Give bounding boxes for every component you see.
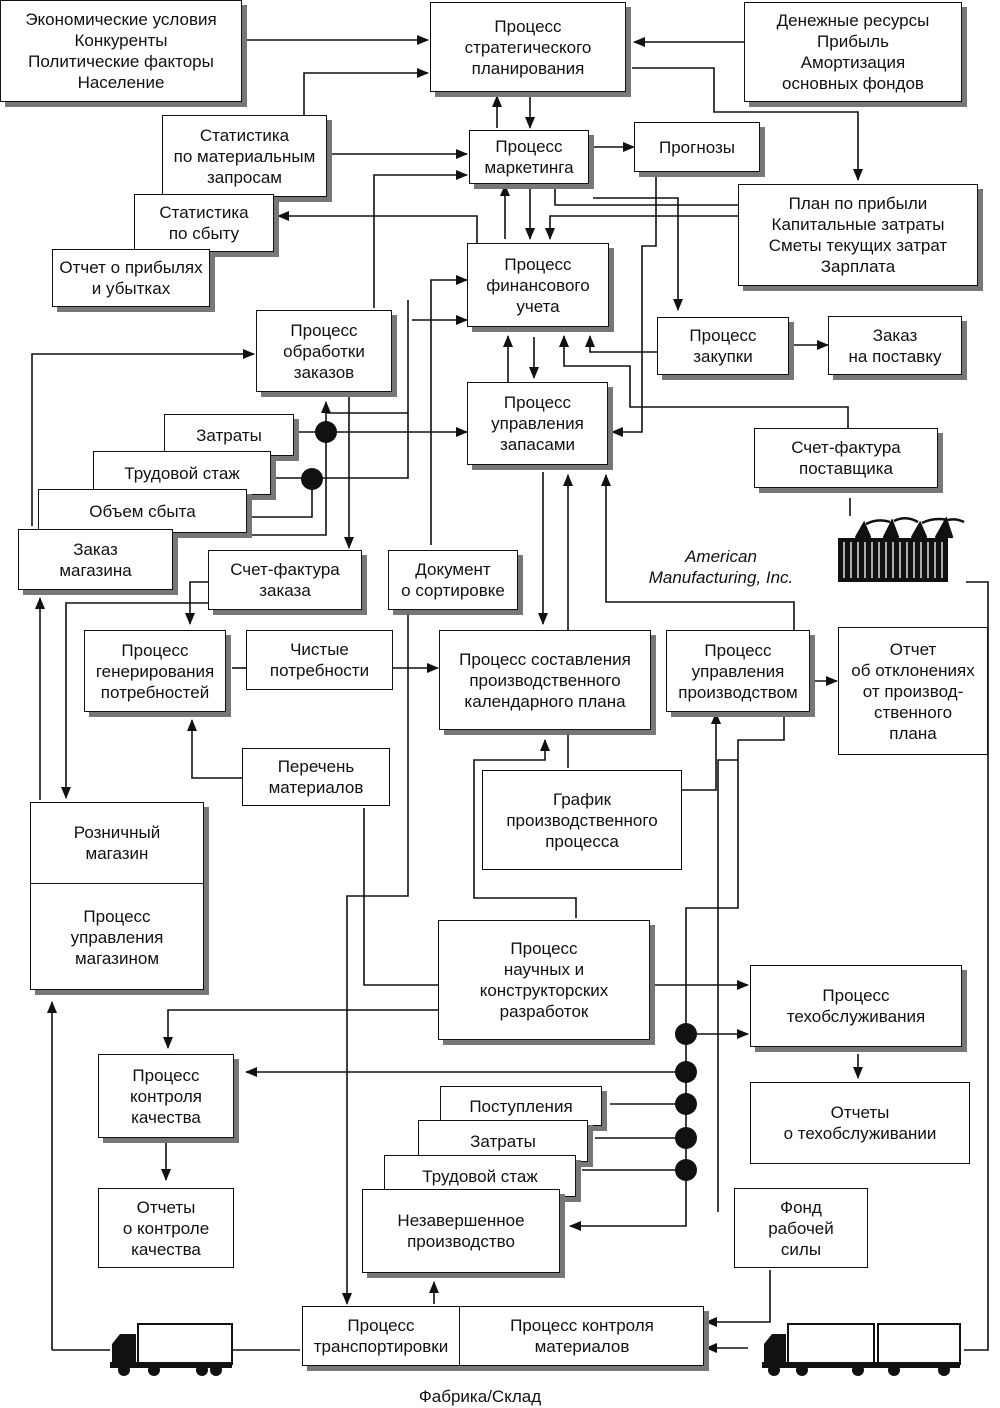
needs-generation-box: Процесс генерирования потребностей: [84, 630, 226, 712]
maintenance-process-box: Процесс техобслуживания: [750, 965, 962, 1047]
purchasing-box: Процесс закупки: [657, 317, 789, 375]
junction-dot: [675, 1159, 697, 1181]
production-management-box: Процесс управления производством: [666, 630, 810, 712]
junction-dot: [675, 1061, 697, 1083]
factory-icon: [838, 516, 965, 582]
order-processing-box: Процесс обработки заказов: [256, 310, 392, 392]
supply-order-box: Заказ на поставку: [828, 316, 962, 375]
forecasts-box: Прогнозы: [634, 122, 760, 172]
junction-dot: [675, 1127, 697, 1149]
wip-box: Незавершенное производство: [362, 1189, 560, 1273]
quality-control-box: Процесс контроля качества: [98, 1054, 234, 1138]
production-schedule-box: График производственного процесса: [482, 770, 682, 870]
factory-icon: [836, 516, 966, 584]
truck-icon: [110, 1323, 233, 1376]
junction-dot: [675, 1023, 697, 1045]
material-control-label: Процесс контроля материалов: [510, 1316, 654, 1356]
quality-reports-box: Отчеты о контроле качества: [98, 1188, 234, 1268]
store-order-box: Заказ магазина: [18, 529, 173, 590]
external-factors-box: Экономические условия Конкуренты Политич…: [0, 0, 242, 102]
costs-doc: Затраты: [164, 414, 294, 456]
divider: [459, 1307, 460, 1365]
junction-dot: [301, 468, 323, 490]
materials-list-box: Перечень материалов: [242, 748, 390, 806]
divider: [31, 883, 203, 884]
maintenance-reports-box: Отчеты о техобслуживании: [750, 1082, 970, 1164]
inventory-management-box: Процесс управления запасами: [467, 382, 608, 465]
rnd-process-box: Процесс научных и конструкторских разраб…: [438, 920, 650, 1040]
store-management-label: Процесс управления магазином: [70, 906, 164, 968]
company-label: American Manufacturing, Inc.: [648, 547, 794, 587]
transport-and-material-control-box: Процесс транспортировки Процесс контроля…: [302, 1306, 704, 1366]
marketing-process-box: Процесс маркетинга: [469, 130, 589, 184]
pnl-report-box: Отчет о прибылях и убытках: [52, 249, 210, 307]
strategic-planning-box: Процесс стратегического планирования: [430, 2, 626, 92]
retail-store-label: Розничный магазин: [73, 823, 161, 863]
money-resources-box: Денежные ресурсы Прибыль Амортизация осн…: [744, 2, 962, 102]
factory-warehouse-label: Фабрика/Склад: [418, 1387, 542, 1406]
material-requests-stats-box: Статистика по материальным запросам: [162, 115, 327, 197]
sales-volume-doc: Объем сбыта: [38, 489, 247, 533]
retail-store-box: Розничный магазин Процесс управления маг…: [30, 802, 204, 990]
sorting-document-box: Документ о сортировке: [388, 550, 518, 610]
order-invoice-box: Счет-фактура заказа: [208, 550, 362, 610]
junction-dot: [675, 1093, 697, 1115]
deviation-report-box: Отчет об отклонениях от производ- ственн…: [838, 627, 988, 755]
profit-plan-box: План по прибыли Капитальные затраты Смет…: [738, 184, 978, 286]
workforce-box: Фонд рабочей силы: [734, 1188, 868, 1268]
junction-dot: [315, 421, 337, 443]
net-needs-box: Чистые потребности: [246, 630, 393, 690]
seniority-doc: Трудовой стаж: [93, 451, 271, 495]
scheduling-process-box: Процесс составления производственного ка…: [439, 630, 651, 730]
sales-stats-box: Статистика по сбыту: [134, 194, 274, 252]
transport-label: Процесс транспортировки: [313, 1316, 449, 1356]
supplier-invoice-box: Счет-фактура поставщика: [754, 428, 938, 488]
financial-accounting-box: Процесс финансового учета: [467, 243, 609, 327]
truck-icon: [762, 1323, 961, 1376]
